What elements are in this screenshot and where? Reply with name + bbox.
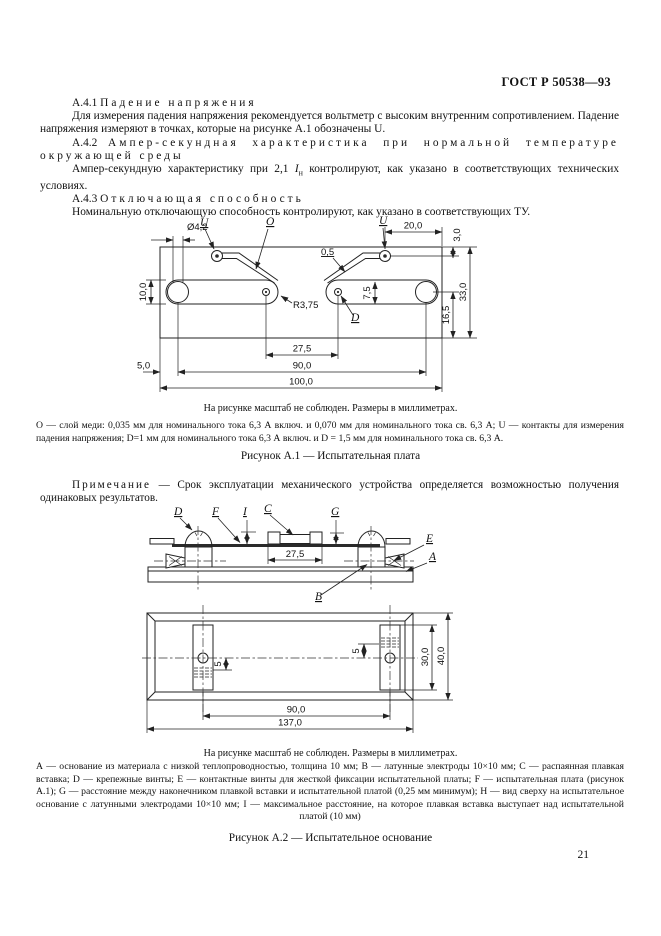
side-view-centerlines	[154, 526, 414, 592]
electrode-blocks	[185, 547, 385, 567]
paragraph-a41: Для измерения падения напряжения рекомен…	[40, 110, 619, 136]
dim-5-left: 5	[213, 661, 224, 666]
dim-5-right: 5	[351, 648, 362, 653]
dim-40: 40,0	[436, 647, 447, 666]
side-view: 27,5 D F I C G E A B	[148, 503, 437, 603]
fuse-link	[268, 532, 322, 544]
figure-a1-scale-note: На рисунке масштаб не соблюден. Размеры …	[203, 403, 458, 414]
side-view-dimensions: 27,5	[241, 520, 344, 564]
heading-a42: А.4.2 Ампер-секундная характеристика при…	[40, 137, 619, 163]
dim-137: 137,0	[278, 718, 302, 729]
figure-a1-caption: Рисунок А.1 — Испытательная плата	[240, 450, 421, 462]
dim-3: 3,0	[452, 228, 463, 241]
dim-16-5: 16,5	[441, 306, 452, 325]
label-u-left: U	[200, 217, 209, 229]
label-g-gap: G	[331, 506, 340, 518]
note-text: — Срок эксплуатации механического устрой…	[40, 479, 620, 505]
heading-a42-title: Ампер-секундная характеристика при норма…	[40, 136, 619, 162]
heading-a43: А.4.3 Отключающая способность	[40, 193, 619, 206]
dim-0-5: 0,5	[321, 247, 334, 258]
dim-20: 20,0	[404, 221, 423, 232]
test-plate-bar	[150, 539, 410, 547]
copper-traces	[222, 253, 380, 283]
top-view: 5 5 30,0 40,0 90,0 137,0	[142, 605, 453, 733]
label-f-plate: F	[211, 506, 220, 518]
dim-5-0: 5,0	[137, 361, 150, 372]
heading-a43-number: А.4.3	[72, 192, 98, 205]
figure-a2-scale-note: На рисунке масштаб не соблюден. Размеры …	[203, 748, 458, 759]
dim-27-5: 27,5	[293, 344, 312, 355]
note-block: Примечание — Срок эксплуатации механичес…	[40, 479, 619, 505]
base-block	[148, 567, 413, 582]
dim-30: 30,0	[420, 648, 431, 667]
label-b-electrode: B	[315, 591, 322, 603]
dim-7-5: 7,5	[362, 286, 373, 299]
paragraph-a43: Номинальную отключающую способность конт…	[72, 205, 531, 218]
dim-27-5-side: 27,5	[286, 549, 305, 560]
section-text-block: А.4.1 Падение напряжения Для измерения п…	[40, 97, 619, 219]
figure-a2-caption: Рисунок А.2 — Испытательное основание	[228, 832, 433, 844]
dim-90-top: 90,0	[287, 705, 306, 716]
label-d: D	[350, 312, 360, 324]
dim-10: 10,0	[138, 283, 149, 302]
dim-radius: R3,75	[293, 300, 318, 311]
paragraph-a42: Ампер-секундную характеристику при 2,1 I…	[40, 163, 619, 193]
dim-33: 33,0	[458, 283, 469, 302]
page-number: 21	[577, 849, 590, 861]
standard-designation: ГОСТ Р 50538—93	[501, 75, 611, 89]
label-u-right: U	[379, 215, 388, 227]
side-view-labels: D F I C G E A B	[173, 503, 437, 603]
note-label: Примечание	[72, 479, 151, 491]
heading-a42-number: А.4.2	[72, 136, 98, 149]
current-symbol-subscript: н	[298, 168, 303, 178]
dim-90: 90,0	[293, 361, 312, 372]
top-view-dimensions: 5 5 30,0 40,0 90,0 137,0	[146, 612, 453, 733]
figure-a1-legend: O — слой меди: 0,035 мм для номинального…	[36, 420, 624, 444]
note-paragraph: Примечание — Срок эксплуатации механичес…	[40, 479, 619, 505]
figure-a2-drawing: 27,5 D F I C G E A B	[140, 503, 470, 745]
label-d-screw: D	[173, 506, 183, 518]
paragraph-a42-post: контролируют, как указано в соответствую…	[40, 163, 620, 192]
base-top-outline	[147, 613, 413, 700]
dim-hole-diameter: Ø4,2	[187, 222, 208, 233]
label-i-distance: I	[242, 506, 248, 518]
heading-a41-title: Падение напряжения	[100, 97, 257, 109]
plate-outline	[160, 247, 442, 338]
fixing-screw-heads	[185, 531, 385, 547]
figure-a2-legend: А — основание из материала с низкой тепл…	[36, 761, 624, 823]
electrode-plates-top	[193, 625, 400, 690]
label-e-contact-screw: E	[425, 533, 433, 545]
figure-a1-drawing: Ø4,2 20,0 3,0 16,5 33,0 10,0 7,5	[137, 215, 483, 402]
measuring-contacts	[212, 251, 391, 262]
reference-labels: U O U D	[200, 215, 388, 324]
heading-a41: А.4.1 Падение напряжения	[40, 97, 619, 110]
label-a-base: A	[428, 551, 437, 563]
label-o: O	[266, 216, 275, 228]
dim-100: 100,0	[289, 377, 313, 388]
heading-a43-title: Отключающая способность	[100, 192, 304, 205]
dimension-lines: Ø4,2 20,0 3,0 16,5 33,0 10,0 7,5	[137, 221, 477, 393]
current-symbol: I	[294, 163, 299, 176]
label-c-fuse: C	[264, 503, 272, 515]
paragraph-a42-pre: Ампер-секундную характеристику при 2,1	[72, 163, 295, 176]
heading-a41-number: А.4.1	[72, 97, 98, 109]
